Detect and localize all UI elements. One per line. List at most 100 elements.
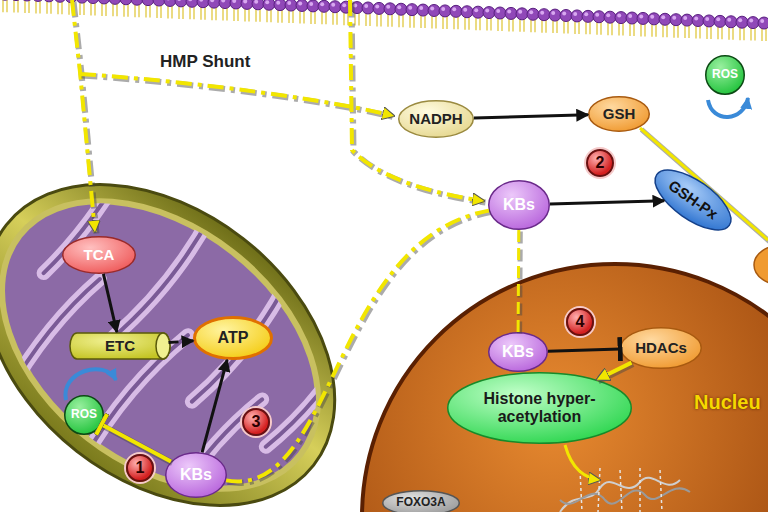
lipid-highlight: [584, 12, 588, 16]
lipid-tail: [762, 28, 766, 41]
lipid-highlight: [210, 0, 214, 2]
lipid-tail: [333, 12, 337, 25]
lipid-head: [516, 8, 528, 20]
lipid-head: [615, 12, 627, 24]
callout-number: 1: [126, 454, 154, 482]
shape-fill: [489, 181, 550, 230]
lipid-tail: [47, 1, 51, 14]
shape-fill: [63, 237, 136, 274]
nucleus-circle: NucleuKBsHDACsHistone hyper-acetylationF…: [360, 262, 768, 512]
shape-fill: [362, 264, 768, 512]
lipid-highlight: [463, 8, 467, 12]
lipid-highlight: [485, 9, 489, 13]
lipid-highlight: [540, 11, 544, 15]
text-holder: GSH: [588, 96, 650, 132]
crista: [112, 213, 217, 344]
crista: [266, 336, 359, 452]
node-label: KBs: [502, 343, 534, 361]
lipid-highlight: [738, 18, 742, 22]
lipid-tail: [564, 21, 568, 34]
lipid-head: [87, 0, 99, 4]
lipid-head: [318, 0, 330, 12]
lipid-highlight: [265, 0, 269, 4]
lipid-tail: [487, 18, 491, 31]
lipid-highlight: [518, 10, 522, 14]
lipid-tail: [113, 3, 117, 16]
lipid-tail: [311, 11, 315, 24]
lipid-tail: [443, 16, 447, 29]
lipid-highlight: [287, 1, 291, 5]
lipid-head: [549, 9, 561, 21]
lipid-head: [54, 0, 66, 2]
shape-fill: [383, 491, 460, 512]
lipid-tail: [91, 3, 95, 16]
lipid-head: [659, 13, 671, 25]
lipid-tail: [641, 23, 645, 36]
chain-cylinder: ETC: [70, 332, 170, 360]
lipid-head: [758, 17, 768, 29]
lipid-head: [626, 12, 638, 24]
node-label: ATP: [218, 329, 249, 347]
connector-arrow: [169, 341, 194, 343]
lipid-highlight: [694, 17, 698, 21]
crista: [112, 213, 217, 344]
lipid-tail: [366, 13, 370, 26]
connector-arrow: [103, 274, 116, 332]
lipid-head: [637, 12, 649, 24]
text-holder: KBs: [488, 332, 548, 372]
shape-fill: [621, 328, 702, 369]
lipid-highlight: [397, 5, 401, 9]
crista: [192, 276, 297, 407]
text-holder: FOXO3A: [382, 490, 460, 512]
lipid-tail: [300, 10, 304, 23]
lipid-tail: [377, 13, 381, 26]
lipid-tail: [729, 27, 733, 40]
lipid-highlight: [650, 15, 654, 19]
node-label: KBs: [503, 196, 535, 214]
lipid-highlight: [254, 0, 258, 4]
node-label: Histone hyper-acetylation: [453, 390, 626, 425]
lipid-head: [362, 2, 374, 14]
lipid-head: [0, 0, 11, 1]
lipid-head: [593, 11, 605, 23]
lipid-tail: [245, 8, 249, 21]
lipid-tail: [421, 15, 425, 28]
lipid-highlight: [188, 0, 192, 1]
lipid-tail: [102, 3, 106, 16]
lipid-head: [736, 16, 748, 28]
cristae: [0, 152, 365, 512]
lipid-highlight: [551, 11, 555, 15]
lipid-highlight: [419, 6, 423, 10]
lipid-tail: [388, 14, 392, 27]
lipid-head: [648, 13, 660, 25]
text-holder: ETC: [70, 332, 170, 360]
lipid-tail: [597, 22, 601, 35]
pathway-line: [80, 74, 394, 116]
crista: [266, 336, 359, 452]
lipid-tail: [740, 27, 744, 40]
node-label: ROS: [712, 68, 738, 81]
cell-membrane: [0, 0, 768, 41]
lipid-head: [153, 0, 165, 6]
lipid-head: [450, 5, 462, 17]
text-holder: ROS: [64, 395, 104, 435]
line-shadow: [352, 2, 486, 203]
histone-blob: Histone hyper-acetylation: [447, 372, 632, 444]
lipid-tail: [476, 17, 480, 30]
lipid-head: [285, 0, 297, 11]
lipid-highlight: [628, 14, 632, 18]
lipid-tail: [80, 2, 84, 15]
lipid-highlight: [342, 3, 346, 7]
lipid-head: [32, 0, 44, 1]
lipid-highlight: [298, 1, 302, 5]
node-label: KBs: [180, 466, 212, 484]
lipid-head: [483, 7, 495, 19]
lipid-tail: [146, 5, 150, 18]
lipid-head: [98, 0, 110, 4]
lipid-tail: [454, 16, 458, 29]
lipid-tail: [3, 0, 7, 12]
lipid-head: [395, 3, 407, 15]
node-label: NADPH: [409, 111, 462, 128]
node-label: GSH-Px: [665, 177, 720, 223]
lipid-head: [670, 14, 682, 26]
